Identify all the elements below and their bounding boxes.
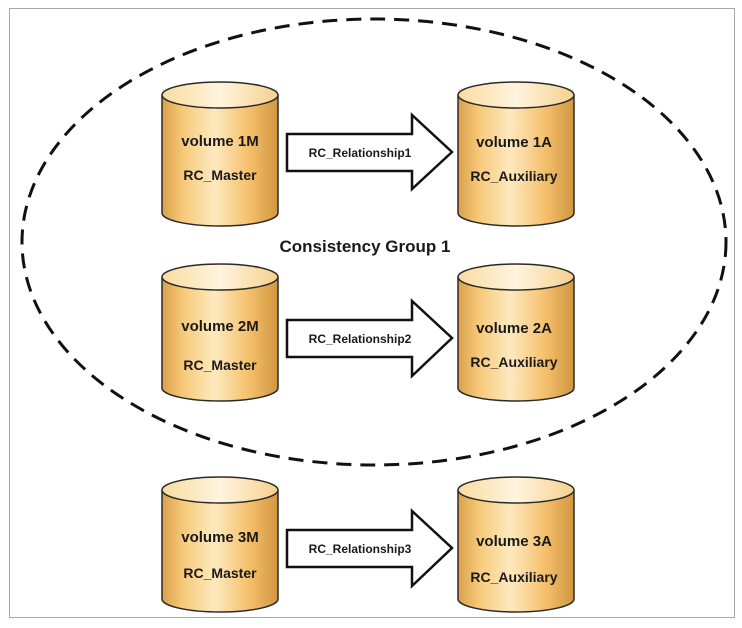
diagram-frame <box>9 8 735 618</box>
auxiliary-volume-label: volume 1A <box>476 134 552 151</box>
relationship-arrow-2: RC_Relationship2 <box>285 298 454 379</box>
auxiliary-volume-label: volume 3A <box>476 533 552 550</box>
master-role-label: RC_Master <box>183 565 257 581</box>
master-volume-1: volume 1M RC_Master <box>161 81 279 227</box>
master-volume-2: volume 2M RC_Master <box>161 263 279 402</box>
auxiliary-volume-1: volume 1A RC_Auxiliary <box>457 81 575 227</box>
relationship-arrow-1: RC_Relationship1 <box>285 112 454 192</box>
master-volume-label: volume 1M <box>181 133 259 150</box>
consistency-group-label: Consistency Group 1 <box>280 237 451 256</box>
relationship-label: RC_Relationship2 <box>309 332 412 346</box>
auxiliary-role-label: RC_Auxiliary <box>470 569 557 585</box>
relationship-label: RC_Relationship3 <box>309 542 412 556</box>
auxiliary-volume-2: volume 2A RC_Auxiliary <box>457 263 575 402</box>
master-volume-3: volume 3M RC_Master <box>161 476 279 613</box>
auxiliary-role-label: RC_Auxiliary <box>470 168 557 184</box>
master-volume-label: volume 3M <box>181 529 259 546</box>
master-role-label: RC_Master <box>183 167 257 183</box>
auxiliary-volume-label: volume 2A <box>476 320 552 337</box>
consistency-group-boundary <box>20 17 728 467</box>
master-role-label: RC_Master <box>183 357 257 373</box>
auxiliary-role-label: RC_Auxiliary <box>470 354 557 370</box>
relationship-arrow-3: RC_Relationship3 <box>285 508 454 589</box>
relationship-label: RC_Relationship1 <box>309 146 412 160</box>
auxiliary-volume-3: volume 3A RC_Auxiliary <box>457 476 575 613</box>
master-volume-label: volume 2M <box>181 318 259 335</box>
